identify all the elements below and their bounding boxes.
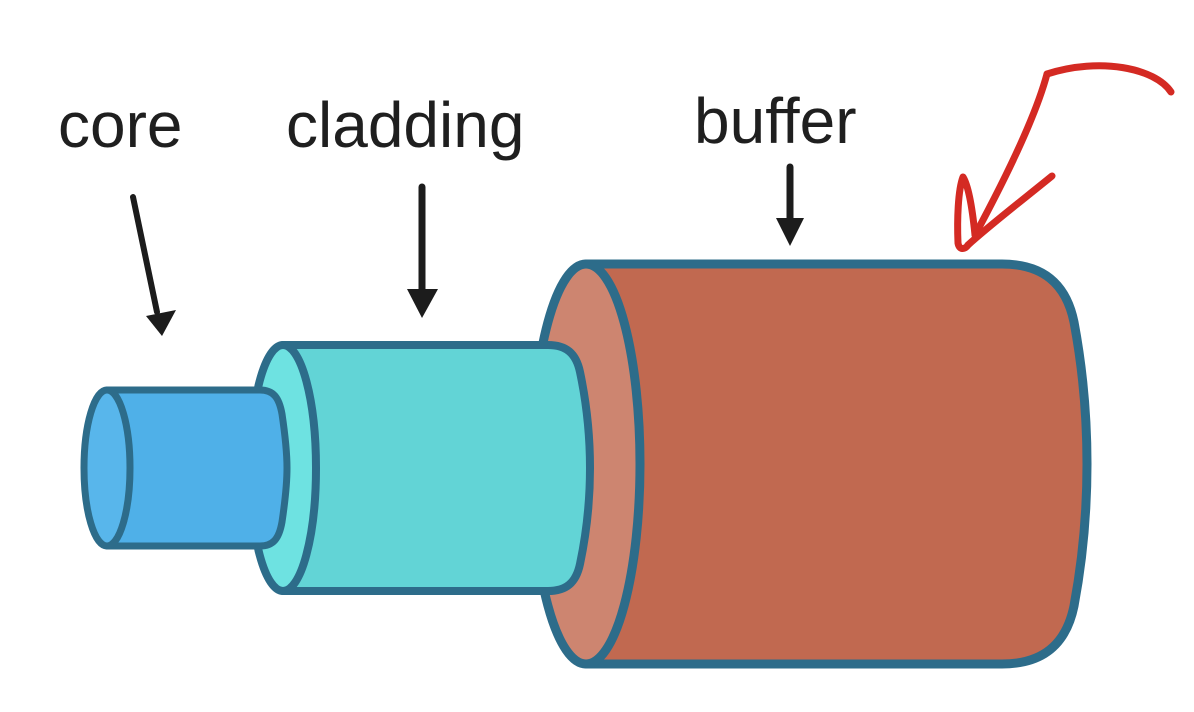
cladding-label: cladding [286,89,525,161]
buffer-cylinder [527,259,1092,669]
core-label-arrow [130,194,176,336]
cladding-arrow-head [407,289,438,318]
core-cylinder [80,386,291,550]
cladding-cylinder [246,341,594,595]
core-cylinder-body [103,386,291,550]
buffer-label-arrow [776,163,804,246]
red-arrow-main-stroke [971,70,1051,239]
red-arrow-top-hook [1043,62,1175,96]
red-arrow-barb [964,172,1056,249]
core-label: core [58,89,183,161]
buffer-cylinder-body [581,259,1092,669]
cladding-label-arrow [407,183,438,318]
core-cylinder-face [80,386,134,550]
red-annotation-arrow-icon [954,62,1175,252]
core-arrow-shaft [130,194,160,315]
core-arrow-head [146,310,176,336]
red-arrow-tip-loop [954,173,979,252]
buffer-label: buffer [694,85,857,157]
cladding-cylinder-body [279,341,594,595]
buffer-arrow-head [776,218,804,246]
